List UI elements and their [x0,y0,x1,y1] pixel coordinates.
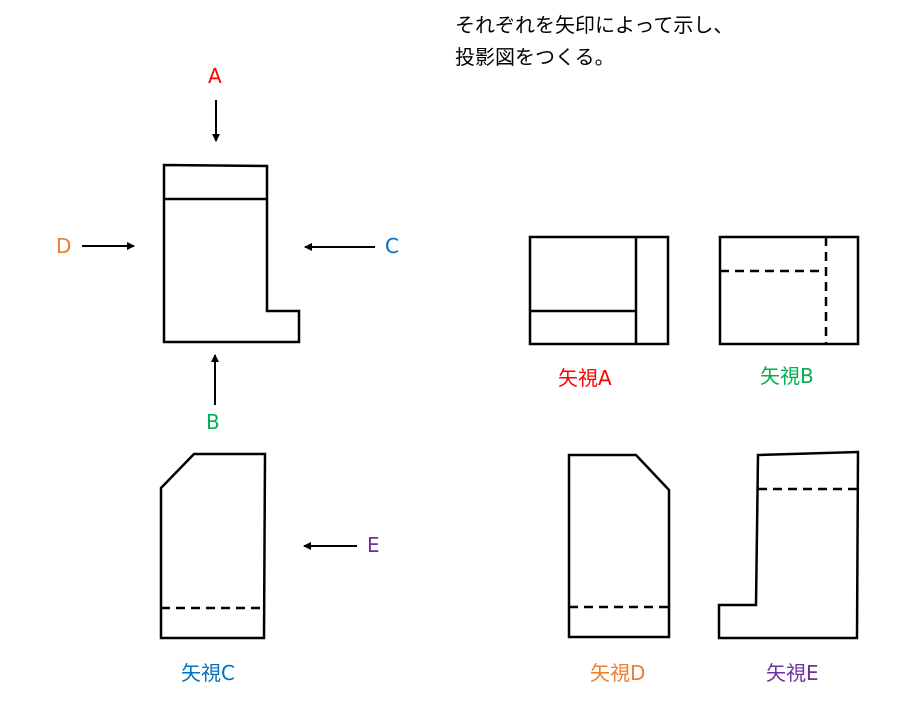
main-shape-top-view [162,163,301,344]
view-label-d: 矢視D [590,661,646,685]
arrow-label-b: B [206,410,220,434]
view-label-a: 矢視A [558,366,612,390]
view-a-outline [528,235,670,346]
view-label-e: 矢視E [766,661,819,685]
view-b-outline [718,235,860,346]
instruction-line-1: それぞれを矢印によって示し、 [455,13,734,37]
view-label-b: 矢視B [760,364,814,388]
arrow-label-c: C [385,234,399,258]
arrow-label-d: D [56,234,72,258]
view-e-outline [717,450,860,640]
instruction-line-2: 投影図をつくる。 [455,45,615,69]
view-label-c: 矢視C [181,661,235,685]
view-d-outline [567,453,671,639]
view-c-outline [159,452,267,640]
arrow-label-a: A [208,64,222,88]
arrow-label-e: E [367,533,380,557]
